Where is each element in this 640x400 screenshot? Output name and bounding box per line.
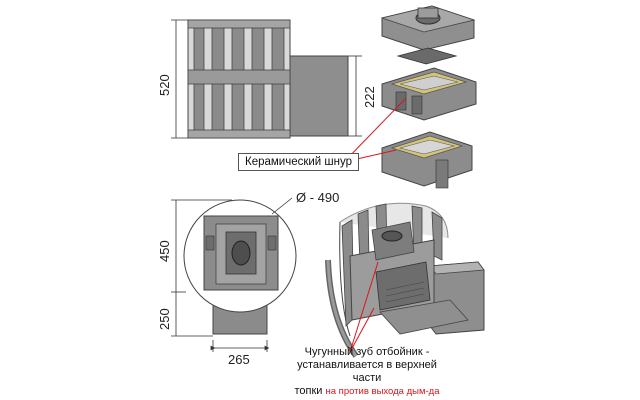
dim-520 — [171, 19, 188, 139]
tooth-line-1: Чугунный зуб отбойник - — [304, 346, 430, 358]
dim-222 — [348, 55, 362, 137]
dim-265 — [210, 340, 270, 352]
exploded-plate — [396, 47, 458, 65]
dim-450-250 — [171, 199, 232, 337]
front-elevation — [187, 19, 349, 139]
callout-ceramic-cord: Керамический шнур — [238, 153, 360, 171]
tooth-line-2: устанавливается в верхней части — [297, 359, 437, 384]
iso-assembly — [325, 202, 485, 358]
plan-view — [183, 199, 297, 335]
exploded-frame-bottom — [381, 131, 473, 189]
tooth-line-3-text: топки — [294, 385, 323, 397]
dim-label-520: 520 — [157, 74, 172, 96]
callout-leaders-tooth — [349, 261, 379, 353]
dim-diameter-leader — [271, 197, 293, 215]
dim-label-450: 450 — [157, 240, 172, 262]
tooth-red-note: на против выхода дым-да — [325, 386, 440, 397]
tooth-line-3: топки на против выхода дым-да — [282, 385, 452, 398]
exploded-top-cap — [380, 5, 476, 51]
dim-label-222: 222 — [362, 86, 377, 108]
dim-label-265: 265 — [228, 352, 250, 367]
exploded-frame-top — [381, 67, 477, 121]
dim-label-250: 250 — [157, 308, 172, 330]
dim-label-diameter: Ø - 490 — [296, 190, 340, 205]
callout-cast-iron-tooth: Чугунный зуб отбойник - устанавливается … — [282, 346, 452, 398]
